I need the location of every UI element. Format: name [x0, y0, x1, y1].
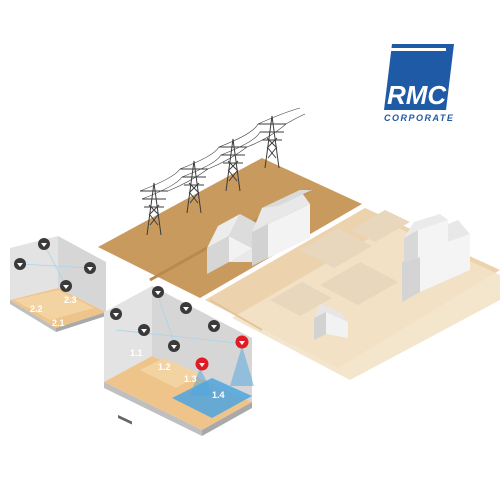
building	[252, 190, 312, 266]
room-2-floor-highlight	[14, 290, 94, 320]
sensor-icon	[180, 302, 192, 314]
sensors	[14, 238, 249, 371]
sensor-icon	[110, 308, 122, 320]
parcel	[350, 210, 410, 242]
room-1-front-edge	[104, 382, 202, 436]
power-line	[167, 113, 306, 192]
alarm-sensor-icon	[195, 357, 209, 371]
sensor-icon	[38, 238, 50, 250]
building	[404, 214, 448, 262]
road-line	[209, 299, 263, 331]
sensor-link-line	[19, 263, 91, 269]
water-spray	[190, 368, 214, 396]
tower	[219, 138, 247, 192]
buildings	[207, 190, 470, 340]
logo-subtitle: CORPORATE	[384, 113, 454, 123]
logo-badge	[384, 44, 454, 110]
sensor-icon	[208, 320, 220, 332]
tower	[258, 115, 286, 169]
tower	[180, 160, 208, 214]
room-1-floor-zone-2	[140, 358, 200, 388]
water-spray	[230, 346, 254, 386]
parcel	[300, 228, 372, 268]
building	[314, 304, 348, 340]
sensor-link-line	[115, 329, 247, 345]
zone-label-1-4: 1.4	[212, 390, 225, 400]
zone-label-1-3: 1.3	[184, 374, 197, 384]
floor-drain	[118, 415, 132, 425]
transmission-towers	[139, 107, 306, 236]
parcel	[320, 262, 398, 305]
room-2-front-edge	[10, 300, 56, 332]
power-line	[141, 131, 261, 200]
room-1-floor-water	[172, 378, 252, 418]
room-1-front-edge-right	[202, 402, 252, 436]
room-2-cutaway: 2.2 2.3 2.1	[10, 236, 106, 332]
alarm-sensor-icon	[235, 335, 249, 349]
zone-label-2-3: 2.3	[64, 295, 77, 305]
room-2-back-wall	[10, 236, 58, 300]
logo-brand: RMC	[387, 80, 447, 110]
sensor-link-line	[157, 295, 177, 349]
rmc-logo: RMC CORPORATE	[384, 44, 454, 123]
sensor-icon	[60, 280, 72, 292]
room-2-side-wall	[58, 236, 106, 312]
sensor-icon	[84, 262, 96, 274]
zone-label-2-2: 2.2	[30, 304, 43, 314]
parcel	[270, 282, 332, 316]
sensor-icon	[14, 258, 26, 270]
room-1-side-wall	[152, 286, 252, 402]
logo-stripe	[386, 48, 446, 51]
power-line	[139, 107, 301, 192]
room-2-front-edge-right	[56, 312, 106, 332]
sensor-icon	[168, 340, 180, 352]
sensor-icon	[152, 286, 164, 298]
zone-label-1-1: 1.1	[130, 348, 143, 358]
zone-label-2-1: 2.1	[52, 318, 65, 328]
zone-label-1-2: 1.2	[158, 362, 171, 372]
sensor-link-line	[43, 243, 67, 287]
sensor-icon	[138, 324, 150, 336]
tower	[140, 182, 168, 236]
